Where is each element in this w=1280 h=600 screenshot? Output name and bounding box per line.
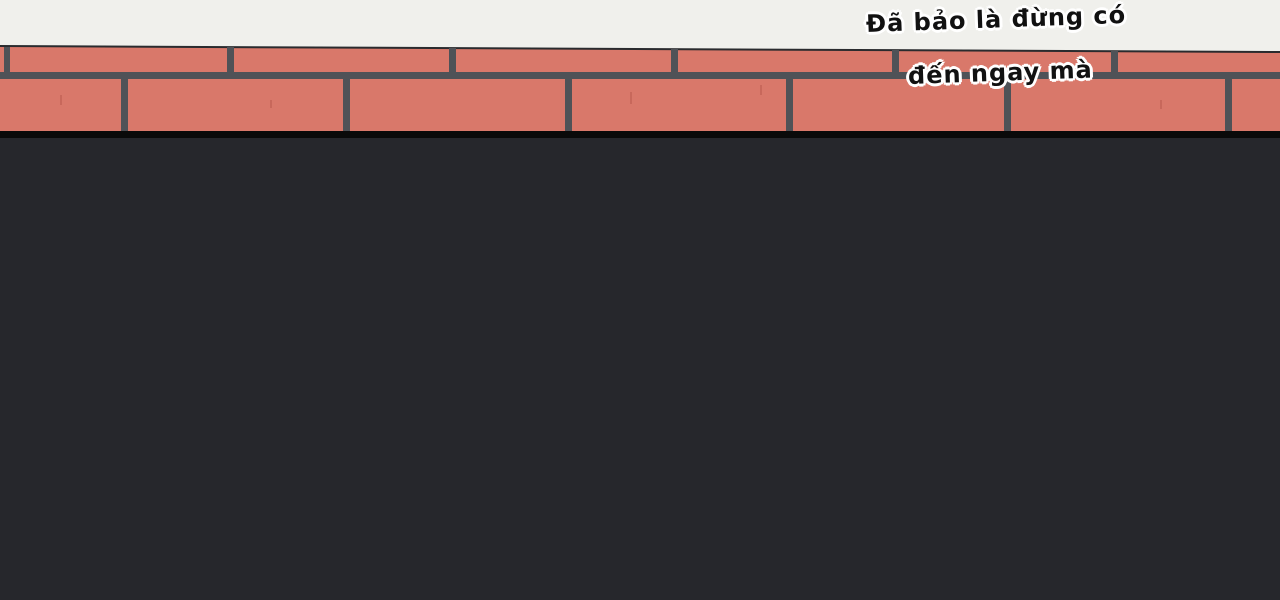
reader-background: [0, 138, 1280, 600]
comic-panel: Đã bảo là đừng có đến ngay mà: [0, 0, 1280, 138]
brick-wall-illustration: [0, 0, 1280, 138]
